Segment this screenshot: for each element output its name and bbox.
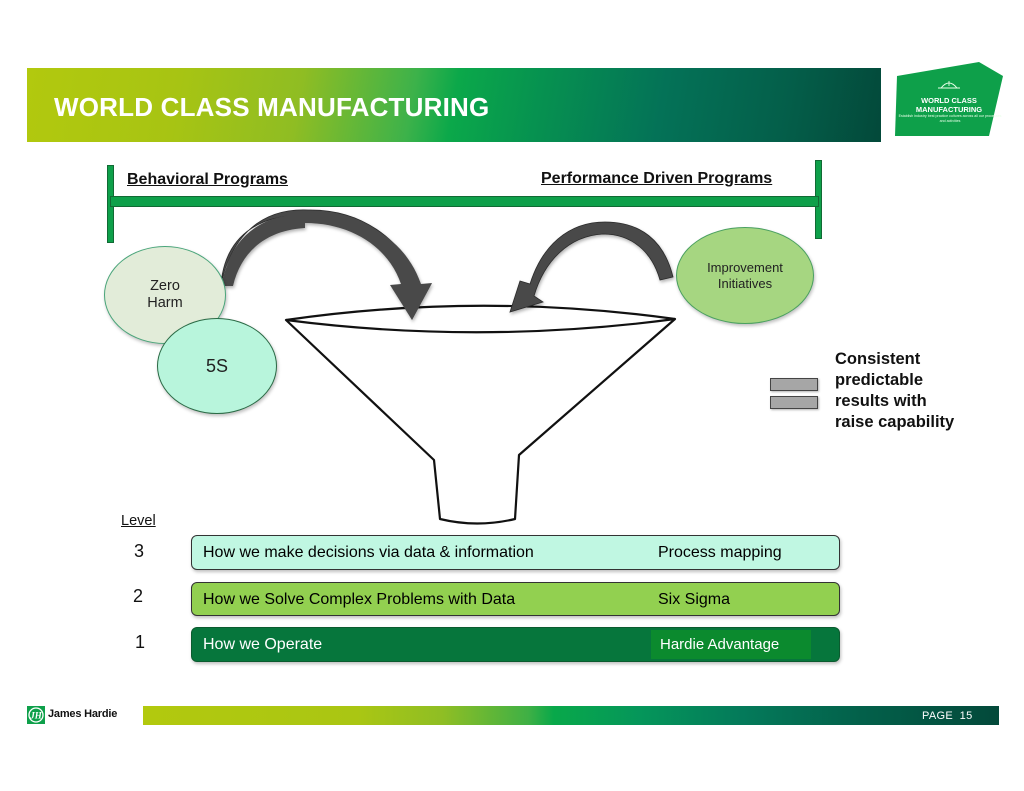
wcm-badge-title-line2: MANUFACTURING: [915, 104, 983, 114]
equals-icon-top-bar: [770, 378, 818, 391]
result-line-1: Consistent: [835, 350, 921, 368]
zero-harm-label-line2: Harm: [147, 295, 183, 311]
page-number-value: 15: [959, 710, 973, 722]
page-number: PAGE 15: [922, 710, 973, 722]
behavioral-programs-heading: Behavioral Programs: [127, 171, 288, 188]
level-row-3: How we make decisions via data & informa…: [191, 535, 840, 570]
funnel-icon: [284, 304, 677, 525]
improvement-initiatives-ellipse: Improvement Initiatives: [676, 227, 814, 324]
curved-arrow-left-icon: [220, 209, 432, 320]
wcm-badge-logo: [895, 62, 1003, 136]
footer-bar: [143, 706, 999, 725]
five-s-ellipse: 5S: [157, 318, 277, 414]
level-number: 3: [134, 541, 145, 561]
level-tool: Six Sigma: [658, 591, 731, 608]
five-s-label: 5S: [205, 355, 229, 376]
page-title: WORLD CLASS MANUFACTURING: [54, 92, 490, 122]
zero-harm-label-line1: Zero: [150, 278, 180, 294]
footer-brand: James Hardie: [48, 708, 118, 720]
improvement-label-line2: Initiatives: [717, 275, 773, 291]
programs-spectrum-bar: [110, 196, 819, 207]
level-heading: Level: [121, 513, 156, 529]
result-line-4: raise capability: [835, 413, 955, 431]
wcm-badge-title: WORLD CLASS MANUFACTURING: [900, 96, 998, 114]
result-text: Consistent predictable results with rais…: [835, 349, 954, 433]
header-banner: [27, 68, 881, 142]
performance-programs-heading: Performance Driven Programs: [541, 170, 773, 187]
equals-icon-bottom-bar: [770, 396, 818, 409]
level-description: How we Operate: [203, 636, 323, 653]
level-tool: Hardie Advantage: [660, 636, 780, 653]
james-hardie-logo-icon: JH: [27, 706, 45, 724]
result-line-3: results with: [835, 392, 927, 410]
level-row-2: How we Solve Complex Problems with Data …: [191, 582, 840, 616]
level-row-1: How we Operate Hardie Advantage: [191, 627, 840, 662]
level-number: 2: [133, 586, 144, 606]
level-number: 1: [135, 632, 146, 652]
wcm-badge-subtitle: Establish industry best practice culture…: [898, 114, 1002, 123]
level-description: How we Solve Complex Problems with Data: [203, 591, 516, 608]
curved-arrow-right-icon: [509, 221, 674, 313]
wcm-badge-title-line1: WORLD CLASS: [921, 96, 977, 105]
improvement-label-line1: Improvement: [707, 259, 783, 275]
level-tool: Process mapping: [658, 544, 782, 561]
page-label: PAGE: [922, 710, 953, 722]
hardie-advantage-highlight: [651, 630, 811, 659]
result-line-2: predictable: [835, 371, 924, 389]
svg-text:JH: JH: [29, 711, 43, 721]
hard-hat-icon: [938, 81, 960, 89]
level-description: How we make decisions via data & informa…: [203, 544, 534, 561]
